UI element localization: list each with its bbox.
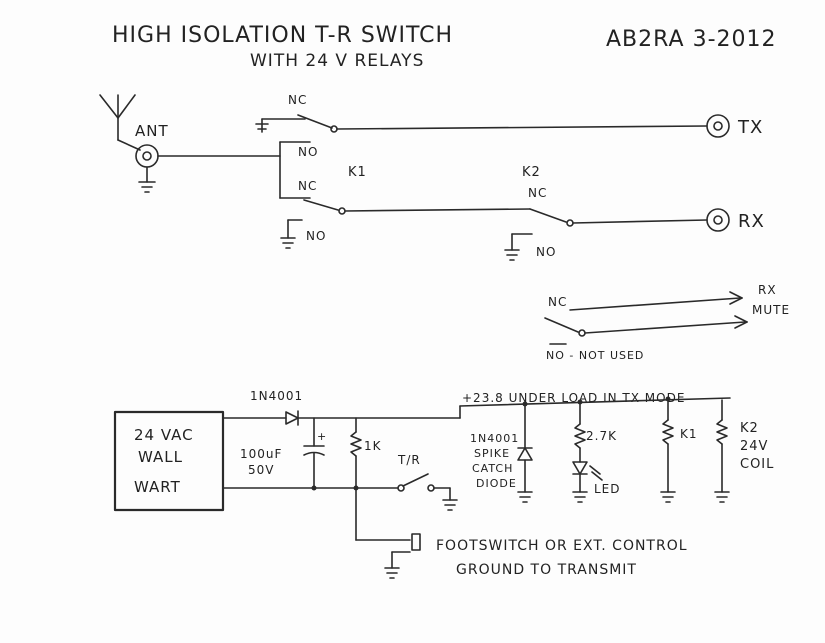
- k1-top-no-label: NO: [298, 145, 318, 159]
- capacitor-icon: [303, 417, 325, 489]
- title-author: AB2RA 3-2012: [606, 27, 777, 52]
- footswitch-jack-icon: [411, 533, 421, 551]
- spike-diode-label-3: CATCH: [472, 462, 513, 475]
- relay-contact-icon: [544, 291, 748, 345]
- title-subtitle: WITH 24 V RELAYS: [250, 51, 424, 71]
- k1-coil-label: K1: [680, 427, 698, 441]
- cap-voltage-label: 50V: [248, 463, 274, 477]
- rx-label: RX: [738, 211, 765, 232]
- k1-relay-label: K1: [348, 165, 367, 180]
- coax-connector-icon: [117, 139, 159, 168]
- k2-coil-label-2: 24V: [740, 439, 768, 454]
- ground-icon: [255, 118, 306, 133]
- ground-icon: [504, 233, 533, 261]
- diode-icon: [285, 410, 299, 426]
- spike-diode-label-2: SPIKE: [474, 447, 510, 460]
- relay-contact-icon: [279, 197, 346, 215]
- cap-plus-label: +: [317, 430, 327, 443]
- relay-contact-icon: [529, 208, 574, 227]
- k2-relay-label: K2: [522, 165, 541, 180]
- ground-icon: [280, 219, 303, 249]
- k1-top-nc-label: NC: [288, 93, 307, 107]
- diode-1n4001-label: 1N4001: [250, 389, 303, 403]
- diode-icon: [517, 403, 533, 503]
- antenna-icon: [99, 94, 136, 141]
- led-icon: [572, 461, 603, 503]
- title-main: HIGH ISOLATION T-R SWITCH: [112, 23, 453, 48]
- rx-mute-label-1: RX: [758, 283, 777, 297]
- spike-diode-label-1: 1N4001: [470, 432, 519, 445]
- resistor-icon: [660, 398, 676, 503]
- footswitch-label-2: GROUND TO TRANSMIT: [456, 562, 637, 578]
- k2-coil-label-3: COIL: [740, 457, 774, 472]
- ant-label: ANT: [135, 122, 169, 140]
- resistor-icon: [350, 417, 362, 541]
- ground-icon: [384, 551, 411, 579]
- k2-nc-label: NC: [528, 186, 547, 200]
- wall-wart-box: [113, 410, 225, 512]
- mute-nc-label: NC: [548, 295, 567, 309]
- switch-icon: [397, 473, 458, 511]
- footswitch-label-1: FOOTSWITCH OR EXT. CONTROL: [436, 538, 688, 554]
- wall-wart-label-3: WART: [134, 478, 181, 496]
- wall-wart-label-2: WALL: [138, 448, 183, 466]
- tx-label: TX: [737, 117, 763, 138]
- resistor-icon: [714, 399, 730, 503]
- r27k-label: 2.7K: [586, 429, 617, 443]
- k1-bottom-nc-label: NC: [298, 179, 317, 193]
- resistor-icon: [574, 401, 586, 463]
- no-not-used-label: NO - NOT USED: [546, 349, 644, 362]
- k2-no-label: NO: [536, 245, 556, 259]
- coax-connector-icon: [706, 114, 730, 138]
- r1k-label: 1K: [364, 439, 382, 453]
- k2-coil-label-1: K2: [740, 421, 759, 436]
- spike-diode-label-4: DIODE: [476, 477, 517, 490]
- wall-wart-label-1: 24 VAC: [134, 426, 194, 444]
- coax-connector-icon: [706, 208, 730, 232]
- rx-mute-label-2: MUTE: [752, 303, 790, 317]
- led-label: LED: [594, 482, 621, 496]
- k1-bottom-no-label: NO: [306, 229, 326, 243]
- ground-icon: [138, 166, 156, 193]
- tr-switch-label: T/R: [397, 453, 421, 467]
- cap-value-label: 100uF: [240, 447, 282, 461]
